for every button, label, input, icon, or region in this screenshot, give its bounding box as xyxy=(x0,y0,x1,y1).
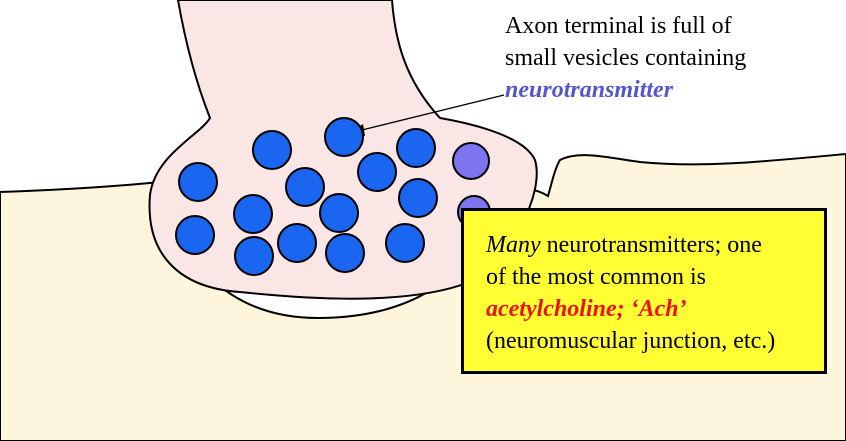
vesicle xyxy=(399,179,437,217)
vesicle xyxy=(397,129,435,167)
info-box-line-1: Many neurotransmitters; one xyxy=(486,229,814,261)
vesicle xyxy=(234,195,272,233)
acetylcholine-info-box: Many neurotransmitters; one of the most … xyxy=(461,208,827,374)
vesicle xyxy=(325,118,363,156)
acetylcholine-term: acetylcholine; ‘Ach’ xyxy=(486,293,814,325)
vesicle xyxy=(358,153,396,191)
vesicle xyxy=(179,163,217,201)
vesicle xyxy=(253,131,291,169)
vesicle-callout-line-2: small vesicles containing xyxy=(505,42,835,74)
vesicle xyxy=(286,168,324,206)
info-box-line-4: (neuromuscular junction, etc.) xyxy=(486,325,814,357)
vesicle xyxy=(278,224,316,262)
info-box-line-2: of the most common is xyxy=(486,261,814,293)
vesicle xyxy=(176,216,214,254)
vesicle xyxy=(326,234,364,272)
vesicle xyxy=(320,194,358,232)
many-emphasis: Many xyxy=(486,232,541,258)
info-box-line-1-rest: neurotransmitters; one xyxy=(541,232,762,258)
vesicle xyxy=(235,237,273,275)
neurotransmitter-term: neurotransmitter xyxy=(505,74,835,106)
vesicle xyxy=(386,224,424,262)
vesicle-callout: Axon terminal is full of small vesicles … xyxy=(505,10,835,106)
vesicle-callout-line-1: Axon terminal is full of xyxy=(505,10,835,42)
vesicle-releasing xyxy=(453,143,489,179)
